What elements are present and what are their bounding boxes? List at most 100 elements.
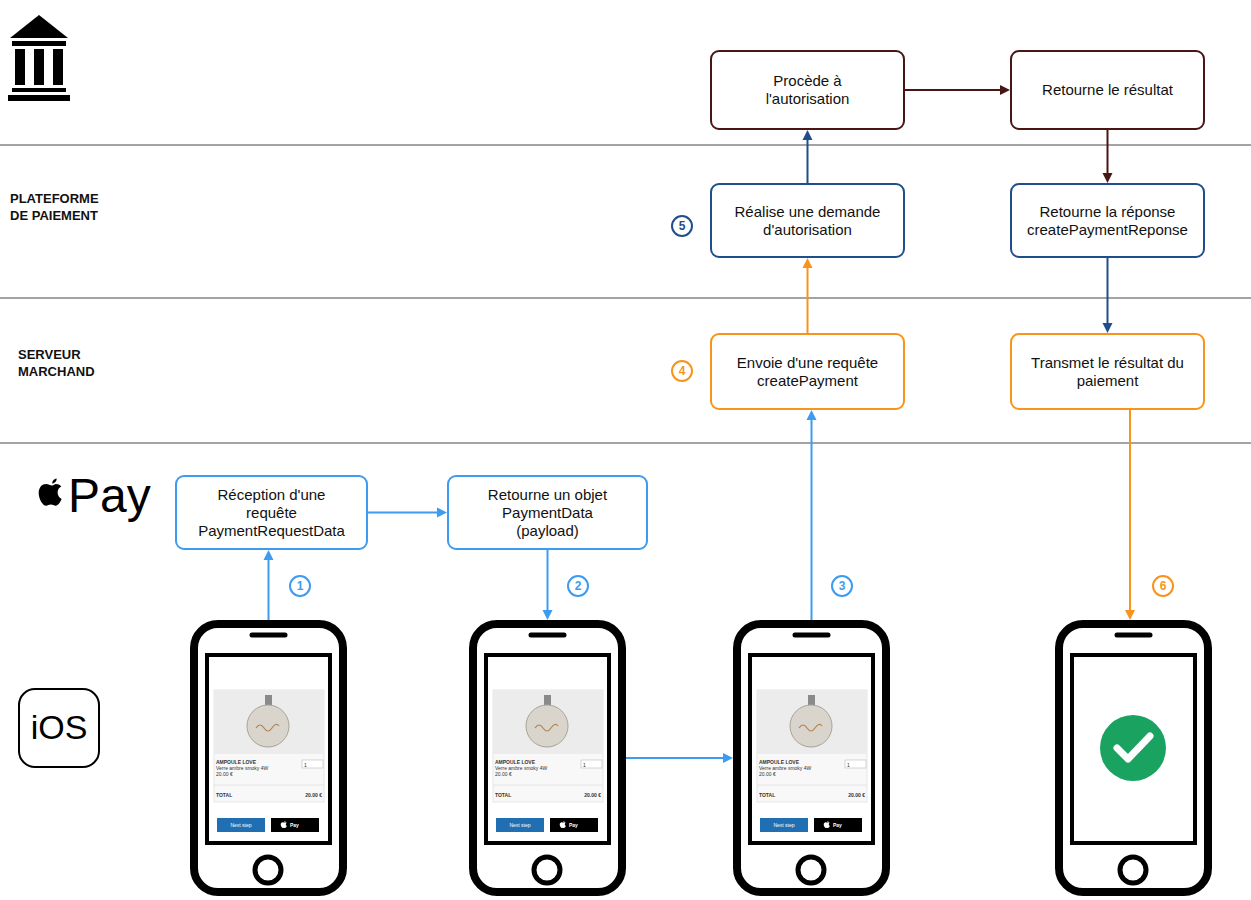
screen-text: AMPOULE LOVE [759, 759, 799, 765]
callout-number: 3 [831, 575, 853, 597]
connector-line [905, 89, 1000, 91]
next-button [217, 818, 265, 832]
phone-body [1059, 624, 1208, 892]
screen-text: TOTAL [216, 792, 232, 798]
screen-text: AMPOULE LOVE [216, 759, 256, 765]
box-text: Envoie d'une requête createPayment [725, 354, 890, 390]
phone-home-button [534, 857, 560, 883]
bank-column [53, 49, 63, 85]
product-image-ground [214, 690, 324, 754]
box-text: Retourne la réponse createPaymentReponse [1020, 203, 1195, 239]
screen-text: 1 [583, 762, 595, 768]
phone-body [473, 624, 622, 892]
connector-arrow [543, 550, 553, 620]
box-text: Retourne le résultat [1042, 81, 1173, 99]
lane-separator [0, 297, 1251, 299]
screen-text: TOTAL [759, 792, 775, 798]
screen-text: 20.00 € [759, 771, 776, 777]
product-image-ground [493, 690, 603, 754]
arrow-head [803, 258, 813, 268]
bulb-socket [808, 695, 815, 705]
lane-separator [0, 442, 1251, 444]
arrow-head [723, 753, 733, 763]
apple-logo-small [560, 821, 566, 828]
quantity-select [302, 760, 323, 768]
bulb-glass [526, 705, 568, 747]
apple-logo [39, 478, 62, 505]
connector-line [268, 560, 270, 620]
screen-text: Pay [569, 822, 593, 828]
arrow-head [543, 610, 553, 620]
process-box: Retourne un objet PaymentData (payload) [447, 475, 648, 550]
success-circle [1100, 715, 1166, 781]
bank-roof [10, 15, 68, 38]
divider [214, 785, 324, 786]
arrow-head [1125, 610, 1135, 620]
box-text: Transmet le résultat du paiement [1028, 354, 1188, 390]
product-image-ground [757, 690, 867, 754]
screen-text: 20.00 € [495, 771, 512, 777]
connector-arrow [264, 550, 274, 620]
phone-screen [750, 655, 873, 843]
connector-line [807, 140, 809, 183]
connector-arrow [905, 85, 1010, 95]
connector-arrow [803, 258, 813, 333]
process-box: Procède à l'autorisation [710, 50, 905, 130]
bulb-filament [799, 724, 822, 731]
success-check [1117, 736, 1150, 759]
bank-base [12, 88, 66, 92]
screen-text: AMPOULE LOVE [495, 759, 535, 765]
process-box: Réception d'une requête PaymentRequestDa… [175, 475, 368, 550]
phone-speaker [795, 633, 828, 638]
bulb-socket [544, 695, 551, 705]
connector-arrow [807, 410, 817, 620]
connector-arrow [1103, 130, 1113, 183]
bulb-glass [790, 705, 832, 747]
product-card [214, 690, 324, 802]
process-box: Retourne le résultat [1010, 50, 1205, 130]
lane-title: PLATEFORME DE PAIEMENT [10, 190, 120, 224]
lane-title: SERVEUR MARCHAND [18, 346, 128, 380]
quantity-select [845, 760, 866, 768]
connector-line [368, 512, 437, 514]
next-button [760, 818, 808, 832]
phone-speaker [1117, 633, 1150, 638]
arrow-head [807, 410, 817, 420]
callout-number: 1 [289, 575, 311, 597]
apple-pay-wordmark: Pay [68, 468, 151, 524]
screen-text: Verre ambre smoky 4W [216, 765, 268, 771]
screen-text: Pay [290, 822, 314, 828]
phone-mockup: AMPOULE LOVEVerre ambre smoky 4W20.00 €1… [190, 620, 347, 896]
phone-speaker [531, 633, 564, 638]
screen-text: 20.00 € [216, 771, 233, 777]
lane-separator [0, 144, 1251, 146]
arrow-head [1000, 85, 1010, 95]
arrow-head [1103, 173, 1113, 183]
phone-screen [486, 655, 609, 843]
arrow-head [437, 508, 447, 518]
connector-line [626, 757, 723, 759]
phone-outline [190, 620, 347, 896]
process-box: Réalise une demande d'autorisation [710, 183, 905, 258]
bulb-filament [256, 724, 279, 731]
screen-text: 20.00 € [294, 792, 322, 798]
screen-text: Next step [760, 822, 808, 828]
apple-logo-small [281, 821, 287, 828]
bank-column [34, 49, 44, 85]
screen-text: Verre ambre smoky 4W [495, 765, 547, 771]
phone-mockup: AMPOULE LOVEVerre ambre smoky 4W20.00 € 1… [469, 620, 626, 896]
divider [493, 785, 603, 786]
phone-screen [1072, 655, 1195, 843]
connector-line [1107, 258, 1109, 323]
connector-arrow [368, 508, 447, 518]
callout-number: 4 [671, 360, 693, 382]
box-text: Réception d'une requête PaymentRequestDa… [197, 486, 347, 540]
apple-shape [39, 478, 62, 505]
pay-button [550, 818, 598, 832]
screen-text: Pay [833, 822, 857, 828]
callout-number: 6 [1152, 575, 1174, 597]
connector-line [811, 420, 813, 620]
connector-line [807, 268, 809, 333]
connector-line [547, 550, 549, 610]
